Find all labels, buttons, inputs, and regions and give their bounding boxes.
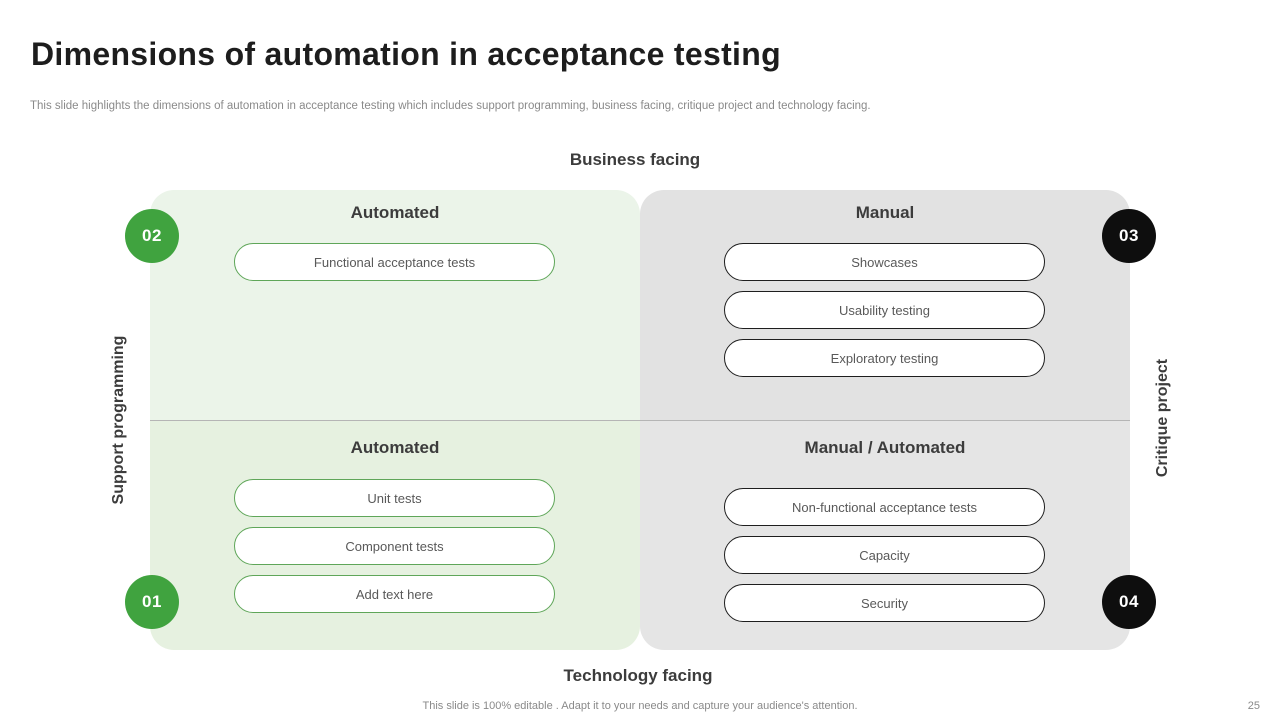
- badge-02: 02: [125, 209, 179, 263]
- quadrant-bottom-right: Manual / Automated Non-functional accept…: [640, 420, 1130, 650]
- axis-label-technology-facing: Technology facing: [563, 666, 713, 685]
- list-item: Non-functional acceptance tests: [724, 488, 1045, 526]
- list-item: Component tests: [234, 527, 555, 565]
- quadrant-header: Automated: [350, 438, 440, 457]
- badge-03: 03: [1102, 209, 1156, 263]
- quadrant-top-left: Automated Functional acceptance tests: [150, 190, 640, 420]
- list-item: Capacity: [724, 536, 1045, 574]
- axis-label-support-programming: Support programming: [110, 335, 127, 505]
- list-item: Security: [724, 584, 1045, 622]
- page-number: 25: [1247, 700, 1260, 712]
- axis-label-critique-project: Critique project: [1154, 358, 1171, 478]
- slide-subtitle: This slide highlights the dimensions of …: [30, 100, 871, 112]
- list-item-placeholder: Add text here: [234, 575, 555, 613]
- quadrant-header: Automated: [350, 203, 440, 222]
- page-title: Dimensions of automation in acceptance t…: [31, 36, 781, 72]
- list-item: Unit tests: [234, 479, 555, 517]
- badge-04: 04: [1102, 575, 1156, 629]
- list-item: Functional acceptance tests: [234, 243, 555, 281]
- axis-label-business-facing: Business facing: [569, 150, 701, 169]
- quadrant-header: Manual / Automated: [804, 438, 966, 457]
- footer-note: This slide is 100% editable . Adapt it t…: [422, 700, 858, 712]
- badge-01: 01: [125, 575, 179, 629]
- panel-critique-project: Manual Showcases Usability testing Explo…: [640, 190, 1130, 650]
- quadrant-bottom-left: Automated Unit tests Component tests Add…: [150, 420, 640, 650]
- panel-support-programming: Automated Functional acceptance tests Au…: [150, 190, 640, 650]
- quadrant-top-right: Manual Showcases Usability testing Explo…: [640, 190, 1130, 420]
- list-item: Exploratory testing: [724, 339, 1045, 377]
- quadrant-header: Manual: [855, 203, 915, 222]
- list-item: Usability testing: [724, 291, 1045, 329]
- list-item: Showcases: [724, 243, 1045, 281]
